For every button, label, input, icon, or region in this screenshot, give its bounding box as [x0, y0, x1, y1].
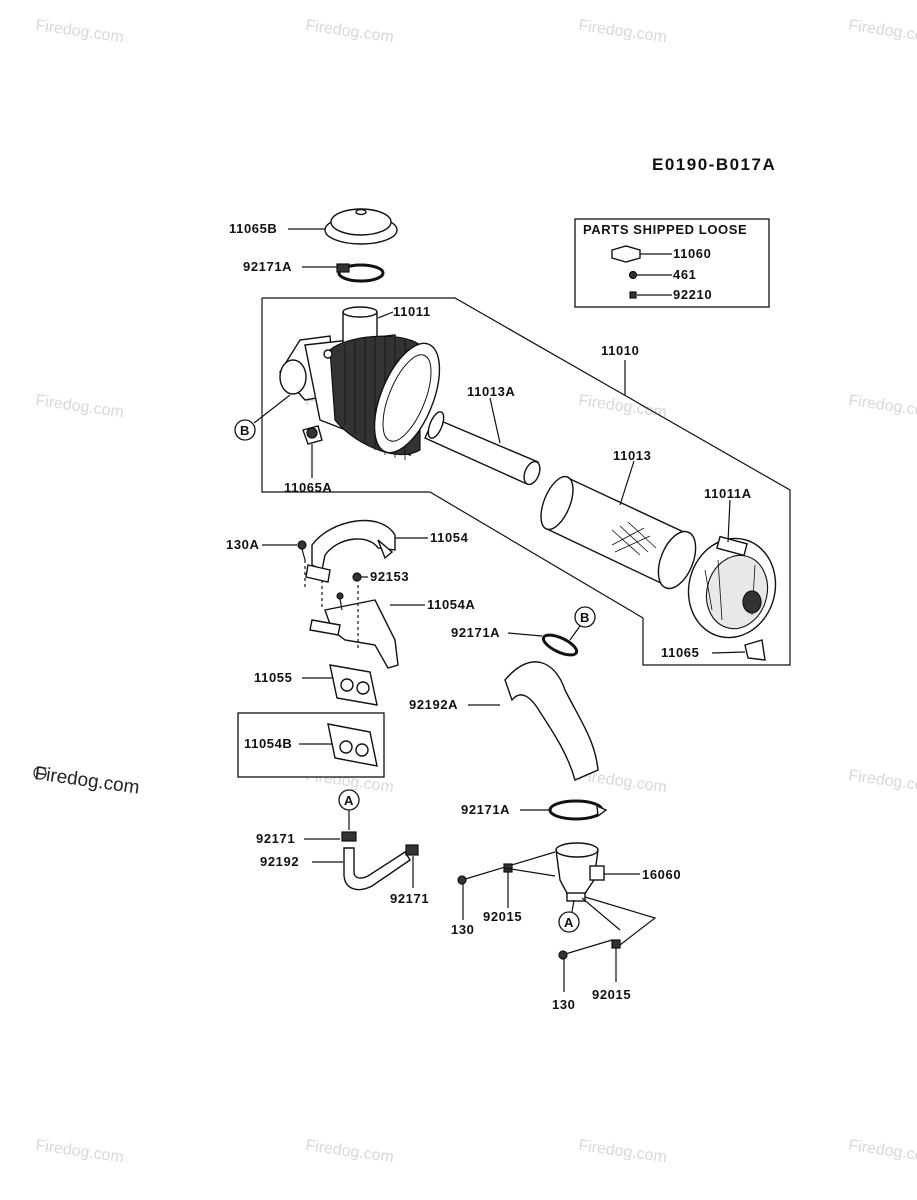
bolt-130A — [297, 540, 307, 561]
label-92171-b: 92171 — [390, 891, 429, 906]
watermark: Firedog.com — [577, 1137, 667, 1166]
bracket-11054A — [309, 592, 399, 669]
watermark: Firedog.com — [304, 17, 394, 46]
callout-b-right — [574, 606, 596, 628]
label-92015-lower: 92015 — [592, 987, 631, 1002]
watermark: Firedog.com — [34, 392, 124, 421]
callout-b-left — [234, 419, 256, 441]
filter-element-11013 — [540, 475, 697, 590]
watermark: Firedog.com — [34, 1137, 124, 1166]
label-92171A-mid: 92171A — [451, 625, 500, 640]
label-11011: 11011 — [393, 304, 431, 319]
clamp-92171-small-a — [341, 831, 357, 842]
gasket-11055 — [329, 664, 378, 706]
label-130A: 130A — [226, 537, 259, 552]
drain-body-16060 — [555, 842, 605, 902]
label-92153: 92153 — [370, 569, 409, 584]
nut-icon — [629, 291, 637, 299]
cap-11065A — [302, 425, 323, 445]
nut-92015-lower — [611, 939, 621, 949]
bolt-92153 — [352, 572, 362, 582]
diagram-code: E0190-B017A — [652, 155, 776, 174]
clamp-92171-small-b — [405, 844, 419, 856]
label-92015-upper: 92015 — [483, 909, 522, 924]
hose-92192 — [343, 847, 411, 891]
watermark: Firedog.com — [577, 392, 667, 421]
watermark-large: Firedog.com — [33, 763, 141, 798]
label-11011A: 11011A — [704, 486, 752, 501]
label-16060: 16060 — [642, 867, 681, 882]
parts-shipped-loose-box: PARTS SHIPPED LOOSE 11060 461 92210 — [574, 218, 770, 308]
label-11013: 11013 — [613, 448, 651, 463]
callout-a-left-label: A — [344, 793, 354, 808]
box-11054B — [237, 712, 385, 778]
label-11065B: 11065B — [229, 221, 277, 236]
watermark: Firedog.com — [304, 1137, 394, 1166]
loose-box-title: PARTS SHIPPED LOOSE — [583, 222, 747, 237]
label-92192: 92192 — [260, 854, 299, 869]
label-11055: 11055 — [254, 670, 292, 685]
label-11065: 11065 — [661, 645, 699, 660]
cap-11065B — [324, 208, 398, 245]
label-11010: 11010 — [601, 343, 639, 358]
bracket-11054 — [305, 519, 396, 583]
label-11054: 11054 — [430, 530, 469, 545]
washer-icon — [628, 270, 638, 280]
loose-item: 92210 — [673, 287, 712, 302]
clamp-92171A-top — [336, 263, 385, 283]
loose-item: 461 — [673, 267, 697, 282]
clamp-92171A-low — [548, 799, 608, 821]
bolt-130-lower — [558, 939, 613, 960]
end-cap-11011A — [687, 535, 777, 639]
clamp-92171A-mid — [541, 633, 579, 657]
label-92171-a: 92171 — [256, 831, 295, 846]
label-11013A: 11013A — [467, 384, 515, 399]
hose-92192A — [504, 661, 599, 781]
label-11054A: 11054A — [427, 597, 475, 612]
air-cleaner-housing — [279, 306, 441, 460]
label-92192A: 92192A — [409, 697, 458, 712]
assembly-outline — [261, 297, 791, 666]
safety-element-11013A — [424, 411, 541, 486]
watermark: Firedog.com — [847, 1137, 917, 1166]
watermark: Firedog.com — [847, 767, 917, 796]
label-92171A-low: 92171A — [461, 802, 510, 817]
valve-11065 — [744, 639, 766, 661]
copyright-icon — [33, 766, 47, 780]
label-92171A-top: 92171A — [243, 259, 292, 274]
watermark: Firedog.com — [847, 17, 917, 46]
watermark: Firedog.com — [577, 17, 667, 46]
label-130-lower: 130 — [552, 997, 576, 1012]
watermark: Firedog.com — [847, 392, 917, 421]
watermark: Firedog.com — [34, 17, 124, 46]
callout-b-left-label: B — [240, 423, 250, 438]
label-11065A: 11065A — [284, 480, 332, 495]
callout-b-right-label: B — [580, 610, 590, 625]
gasket-icon — [611, 245, 641, 263]
loose-item: 11060 — [673, 246, 711, 261]
callout-a-right — [558, 911, 580, 933]
label-130-upper: 130 — [451, 922, 475, 937]
watermark-layer: Firedog.com Firedog.com Firedog.com Fire… — [33, 17, 917, 1166]
callout-a-right-label: A — [564, 915, 574, 930]
label-11054B: 11054B — [244, 736, 292, 751]
